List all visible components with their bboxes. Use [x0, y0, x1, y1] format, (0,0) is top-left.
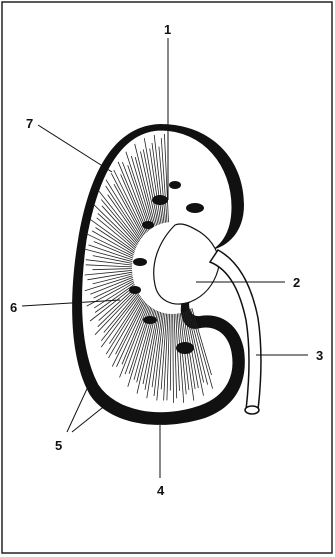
label-4: 4 — [157, 483, 165, 498]
label-3: 3 — [316, 348, 323, 363]
label-7: 7 — [26, 116, 33, 131]
label-1: 1 — [164, 22, 171, 37]
label-6: 6 — [10, 300, 17, 315]
label-5: 5 — [55, 438, 62, 453]
label-2: 2 — [293, 275, 300, 290]
ureter-opening — [245, 406, 259, 414]
